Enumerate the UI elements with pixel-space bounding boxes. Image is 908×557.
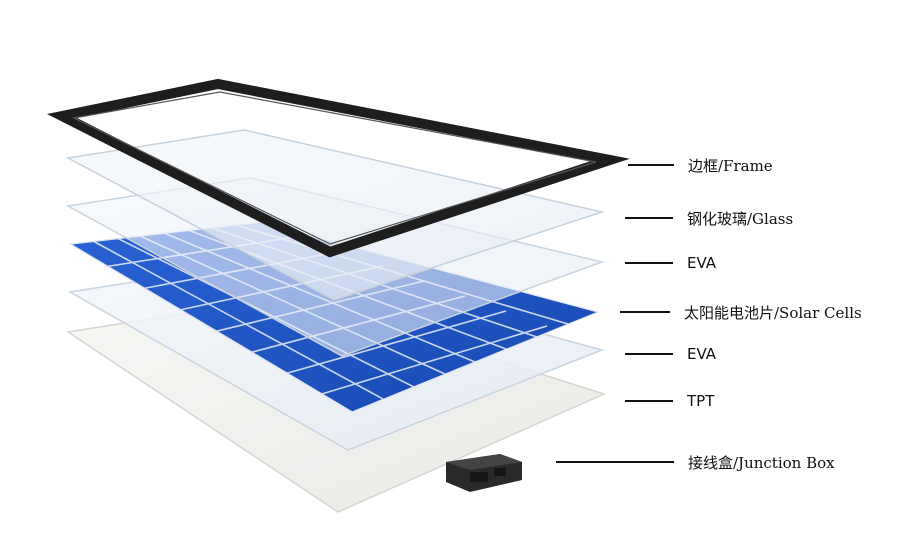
label-junction-box: 接线盒/Junction Box [688,453,835,472]
leader-line [625,217,673,219]
label-frame: 边框/Frame [688,156,773,175]
leader-line [625,400,673,402]
leader-line [556,461,674,463]
leader-line [625,262,673,264]
leader-line [625,353,673,355]
label-solar-cells: 太阳能电池片/Solar Cells [684,303,862,322]
junction-box [446,454,522,492]
callout-tpt: TPT [0,390,714,412]
frame-layer [46,78,630,258]
label-eva-bottom: EVA [687,345,717,363]
callout-eva-bottom: EVA [0,343,716,365]
leader-line [620,311,670,313]
label-eva-top: EVA [687,254,717,272]
label-tpt: TPT [687,392,715,410]
callout-eva-top: EVA [0,252,716,274]
callout-glass: 钢化玻璃/Glass [0,207,793,229]
leader-line [628,164,674,166]
callout-frame: 边框/Frame [0,154,773,176]
label-glass: 钢化玻璃/Glass [687,209,794,228]
callout-junction-box: 接线盒/Junction Box [0,451,835,473]
callout-solar-cells: 太阳能电池片/Solar Cells [0,301,862,323]
glass-layer [65,129,605,301]
